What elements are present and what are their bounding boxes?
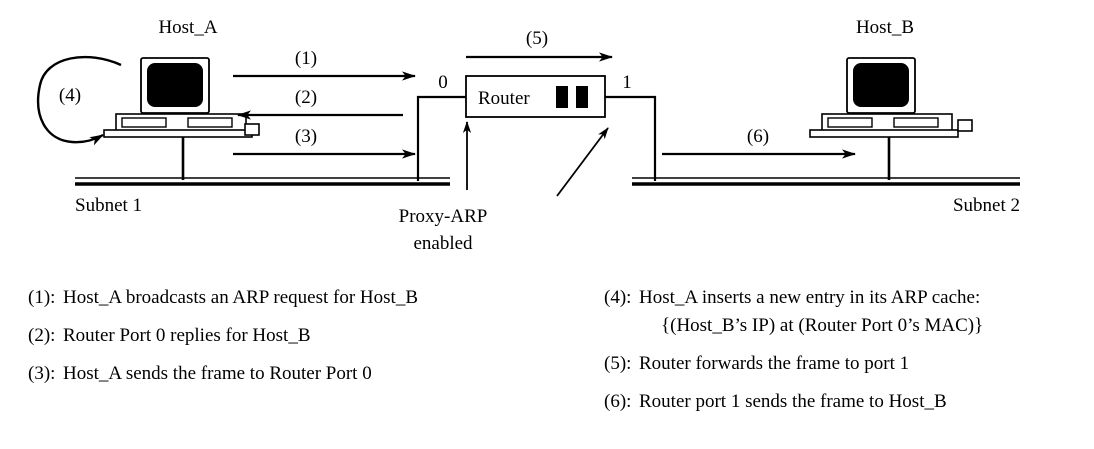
- host-a-computer-icon: [103, 57, 260, 180]
- host-b-computer-icon: [809, 57, 973, 180]
- flow-step1: (1): [233, 48, 416, 81]
- subnet-2-bus: Subnet 2: [632, 177, 1020, 216]
- legend-right-text-5: Router forwards the frame to port 1: [639, 353, 909, 374]
- router-port0-connection: 0: [416, 72, 466, 181]
- step1-label: (1): [295, 48, 317, 69]
- router-port1-label: 1: [622, 72, 632, 93]
- flow-step5: (5): [466, 28, 613, 62]
- router-led-left: [556, 86, 568, 108]
- proxy-arp-annotation: Proxy-ARP enabled: [399, 121, 609, 254]
- host-b-mouse: [957, 119, 973, 132]
- subnet-2-label: Subnet 2: [953, 195, 1020, 216]
- host-a-mouse: [244, 123, 260, 136]
- legend-left-key-2: (2):: [28, 325, 55, 346]
- legend-item: (3): Host_A sends the frame to Router Po…: [28, 363, 372, 384]
- host-b-drive-slot-right: [893, 117, 939, 128]
- step3-label: (3): [295, 126, 317, 147]
- proxy-arp-line2: enabled: [413, 233, 473, 254]
- proxy-arp-line1: Proxy-ARP: [399, 206, 488, 227]
- step2-label: (2): [295, 87, 317, 108]
- host-a-monitor-screen: [147, 63, 203, 107]
- router-port1-connection: 1: [605, 72, 657, 181]
- legend-right-column: (4): Host_A inserts a new entry in its A…: [604, 287, 983, 412]
- host-a-label: Host_A: [158, 17, 217, 38]
- legend-right-cont-4: {(Host_B’s IP) at (Router Port 0’s MAC)}: [661, 315, 983, 336]
- legend-left-key-3: (3):: [28, 363, 55, 384]
- host-b-label: Host_B: [856, 17, 914, 38]
- legend-right-text-4: Host_A inserts a new entry in its ARP ca…: [639, 287, 980, 308]
- legend-item: (5): Router forwards the frame to port 1: [604, 353, 909, 374]
- step4-label: (4): [59, 85, 81, 106]
- host-b-drive-slot-left: [827, 117, 873, 128]
- step4-loop-path: [36, 55, 122, 144]
- router-port0-label: 0: [438, 72, 448, 93]
- legend-left-text-1: Host_A broadcasts an ARP request for Hos…: [63, 287, 418, 308]
- router-led-right: [576, 86, 588, 108]
- step6-label: (6): [747, 126, 769, 147]
- legend-item: (2): Router Port 0 replies for Host_B: [28, 325, 311, 346]
- step4-loop-arrow: (4): [36, 55, 122, 146]
- legend-right-key-6: (6):: [604, 391, 631, 412]
- host-b-monitor-screen: [853, 63, 909, 107]
- legend-right-key-4: (4):: [604, 287, 631, 308]
- legend-right-text-6: Router port 1 sends the frame to Host_B: [639, 391, 947, 412]
- router-port1-wire: [605, 95, 657, 181]
- legend-item: (4): Host_A inserts a new entry in its A…: [604, 287, 983, 336]
- legend-left-text-2: Router Port 0 replies for Host_B: [63, 325, 311, 346]
- host-a-base-shelf: [103, 129, 253, 138]
- subnet-1-label: Subnet 1: [75, 195, 142, 216]
- legend-left-text-3: Host_A sends the frame to Router Port 0: [63, 363, 372, 384]
- host-b-base-shelf: [809, 129, 959, 138]
- legend-right-key-5: (5):: [604, 353, 631, 374]
- router-port0-wire: [416, 95, 466, 181]
- subnet-1-bus: Subnet 1: [75, 177, 450, 216]
- legend-item: (1): Host_A broadcasts an ARP request fo…: [28, 287, 418, 308]
- flow-step6: (6): [662, 126, 856, 159]
- legend-left-key-1: (1):: [28, 287, 55, 308]
- proxy-arp-pointer-port1: [556, 127, 609, 197]
- legend-left-column: (1): Host_A broadcasts an ARP request fo…: [28, 287, 418, 384]
- flow-step3: (3): [233, 126, 416, 159]
- host-a-drive-slot-right: [187, 117, 233, 128]
- router-label: Router: [478, 88, 530, 109]
- router-device: Router: [465, 75, 606, 118]
- legend-item: (6): Router port 1 sends the frame to Ho…: [604, 391, 947, 412]
- step5-label: (5): [526, 28, 548, 49]
- step4-loop-arrowhead: [71, 133, 104, 146]
- host-a-drive-slot-left: [121, 117, 167, 128]
- flow-step2: (2): [237, 87, 403, 120]
